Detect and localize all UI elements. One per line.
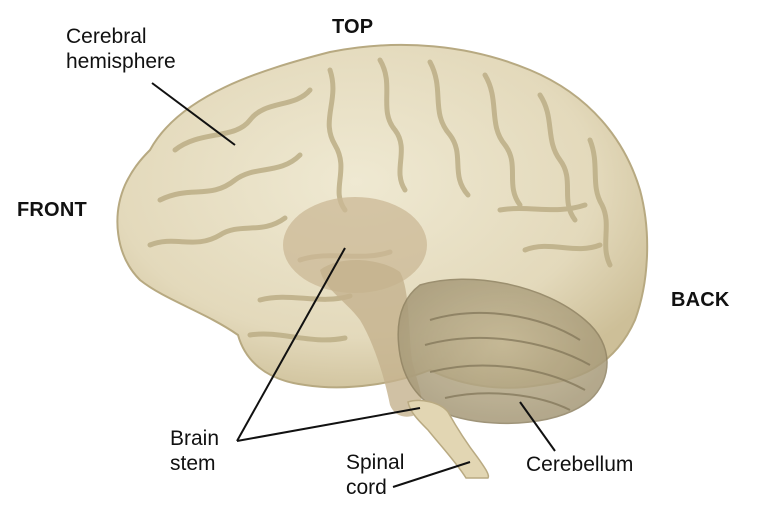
direction-back: BACK: [671, 289, 730, 311]
direction-front: FRONT: [17, 199, 87, 221]
label-spinal-line2: cord: [346, 476, 387, 499]
label-spinal-cord: Spinal cord: [346, 450, 404, 500]
label-cerebral-line1: Cerebral: [66, 25, 147, 48]
label-cerebellum: Cerebellum: [526, 453, 634, 476]
label-spinal-line1: Spinal: [346, 451, 405, 474]
leader-brainstem-upper: [236, 247, 346, 442]
label-brainstem-line2: stem: [170, 452, 216, 475]
spinal-cord-shape: [407, 399, 490, 479]
leader-spinal: [392, 461, 471, 488]
label-brainstem-line1: Brain: [170, 427, 220, 450]
leader-cerebral: [151, 82, 236, 146]
label-cerebral-line2: hemisphere: [66, 50, 176, 73]
cerebellum-folia: [424, 311, 591, 411]
brainstem-shape: [320, 260, 422, 417]
label-cerebral-hemisphere: Cerebral hemisphere: [66, 24, 176, 74]
direction-top: TOP: [332, 16, 374, 38]
leader-cerebellum: [519, 401, 556, 452]
leader-lines: [151, 82, 556, 488]
label-brain-stem: Brain stem: [170, 426, 219, 476]
leader-brainstem-lower: [236, 407, 421, 442]
